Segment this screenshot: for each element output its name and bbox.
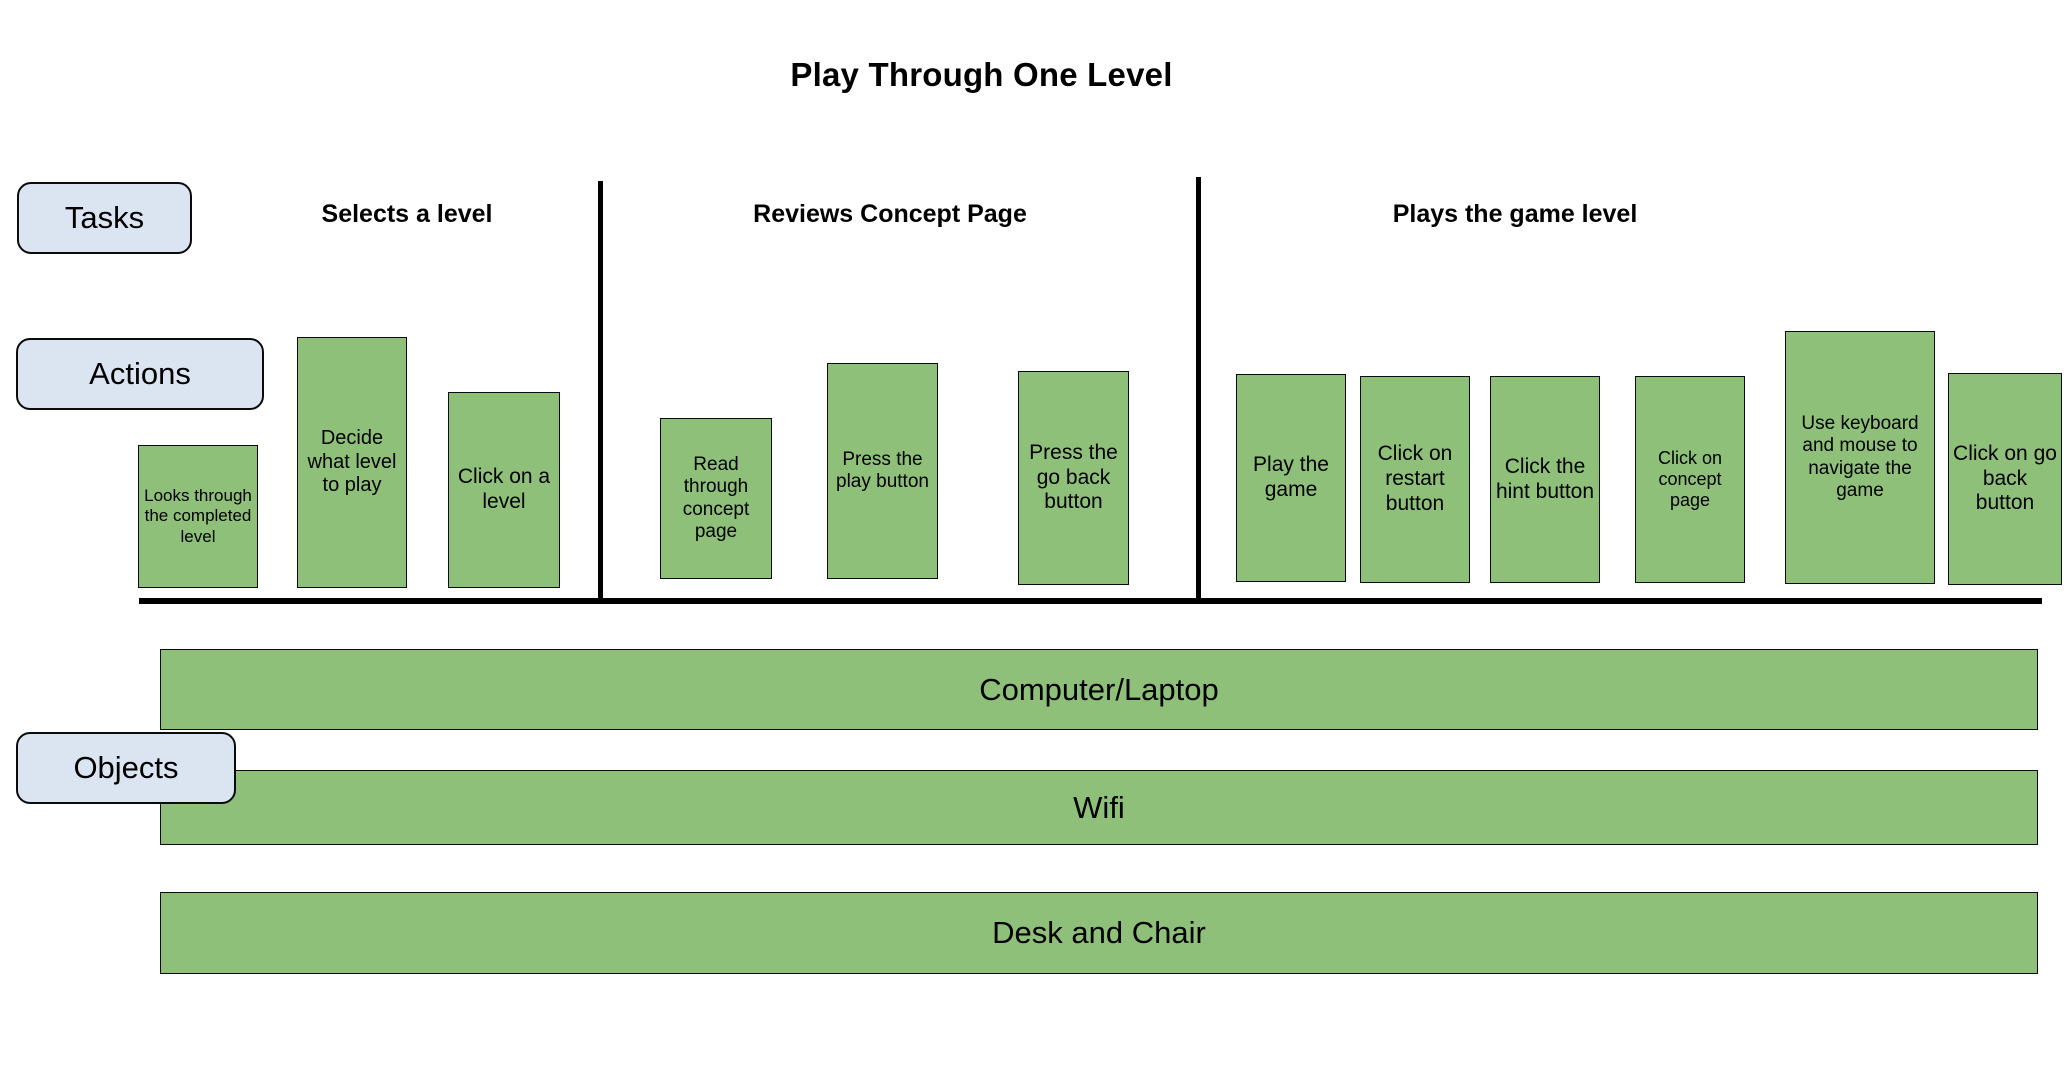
phase-title-reviews-concept-page: Reviews Concept Page [753, 200, 1027, 228]
action-box: Read through concept page [660, 418, 772, 579]
object-bar: Computer/Laptop [160, 649, 2038, 730]
action-box: Decide what level to play [297, 337, 407, 588]
lane-label-actions: Actions [16, 338, 264, 410]
page-title: Play Through One Level [790, 56, 1173, 93]
object-bar: Wifi [160, 770, 2038, 845]
action-box: Click on restart button [1360, 376, 1470, 583]
action-box: Use keyboard and mouse to navigate the g… [1785, 331, 1935, 584]
phase-divider [598, 181, 603, 599]
phase-title-selects-a-level: Selects a level [321, 200, 493, 228]
action-box: Looks through the completed level [138, 445, 258, 588]
actions-lane-divider [139, 598, 2042, 604]
action-box: Click the hint button [1490, 376, 1600, 583]
object-bar: Desk and Chair [160, 892, 2038, 974]
phase-divider [1196, 177, 1201, 599]
phase-title-plays-the-game-level: Plays the game level [1392, 200, 1638, 228]
action-box: Press the play button [827, 363, 938, 579]
action-box: Click on a level [448, 392, 560, 588]
action-box: Click on go back button [1948, 373, 2062, 585]
action-box: Click on concept page [1635, 376, 1745, 583]
lane-label-tasks: Tasks [17, 182, 192, 254]
lane-label-objects: Objects [16, 732, 236, 804]
action-box: Play the game [1236, 374, 1346, 582]
action-box: Press the go back button [1018, 371, 1129, 585]
